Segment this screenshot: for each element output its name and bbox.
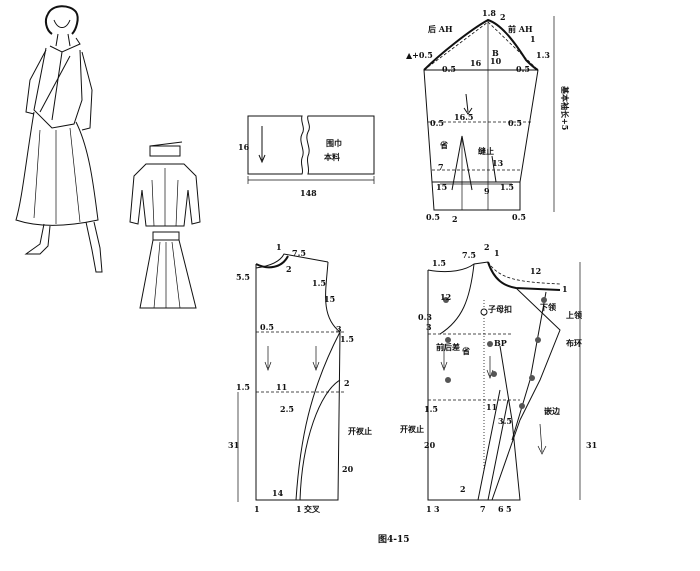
front-neck-75: 7.5	[462, 250, 476, 260]
sleeve-cap-2: 2	[500, 12, 506, 22]
sleeve-pattern: 1.8 后 AH 前 AH 2 1 ▲+0.5 0.5 1.3 0.5 16 B…	[406, 8, 570, 224]
front-facing: 布环	[565, 338, 582, 348]
front-hem-6: 6	[498, 504, 504, 514]
sleeve-right-05: 0.5	[516, 64, 530, 74]
back-chest-3: 3	[336, 324, 342, 334]
front-shoulder-1: 1	[562, 284, 568, 294]
back-neck-55: 5.5	[236, 272, 250, 282]
front-neck-1: 1	[494, 248, 500, 258]
front-back-diff: 前后差	[436, 342, 460, 352]
front-waist-11: 11	[486, 402, 497, 412]
back-slit-stop: 开衩止	[348, 426, 372, 436]
back-neck-2: 2	[286, 264, 292, 274]
sleeve-15a: 15	[436, 182, 447, 192]
back-shoulder-15: 1.5	[312, 278, 326, 288]
sleeve-bottom-left: 0.5	[426, 212, 440, 222]
sleeve-elbow-right: 0.5	[508, 118, 522, 128]
sleeve-bottom-right: 0.5	[512, 212, 526, 222]
back-view-flat-sketch	[129, 141, 201, 309]
figure-caption: 图4-15	[378, 534, 410, 545]
front-slit-stop: 开衩止	[400, 424, 424, 434]
front-val-03: 0.3	[418, 312, 432, 322]
sleeve-bottom-2: 2	[452, 214, 458, 224]
sleeve-back-ah: 后 AH	[428, 24, 453, 34]
scarf-width-label: 148	[300, 188, 317, 198]
front-snap-label: 子母扣	[488, 304, 512, 314]
front-collar-upper: 上领	[566, 310, 582, 320]
front-top-15: 1.5	[432, 258, 446, 268]
front-length-20: 20	[424, 440, 436, 450]
scarf-name-label: 围巾	[326, 138, 342, 148]
front-bottom-3: 3	[434, 504, 440, 514]
front-val-3: 3	[426, 322, 432, 332]
back-hem-1b: 1	[296, 504, 302, 514]
front-hem-5: 5	[506, 504, 512, 514]
back-waist-15: 1.5	[236, 382, 250, 392]
sleeve-left-extra: ▲+0.5	[406, 50, 433, 60]
back-waist-2: 2	[344, 378, 350, 388]
back-armhole-15: 15	[324, 294, 335, 304]
front-bodice-pattern: 7.5 2 1 1.5 12 1 12 子母扣 前后差 BP 省 3 0.3 1…	[400, 242, 597, 514]
front-val-12: 12	[530, 266, 541, 276]
sleeve-9: 9	[484, 186, 490, 196]
sleeve-side-label: 基本袖长+5	[560, 85, 570, 130]
front-hem-2: 2	[460, 484, 466, 494]
scarf-height-label: 16	[238, 142, 250, 152]
sleeve-mid-165: 16.5	[454, 112, 473, 122]
sleeve-15b: 1.5	[500, 182, 514, 192]
back-waist-11: 11	[276, 382, 287, 392]
sleeve-7: 7	[438, 162, 444, 172]
sleeve-left-05: 0.5	[442, 64, 456, 74]
front-val-35: 3.5	[498, 416, 512, 426]
sleeve-elbow-left: 0.5	[430, 118, 444, 128]
sleeve-frac-num: B	[492, 48, 499, 58]
sleeve-cap-1: 1	[530, 34, 536, 44]
scarf-pattern-piece: 148 16 围巾 本料	[238, 115, 375, 198]
back-chest-15: 1.5	[340, 334, 354, 344]
sleeve-cap-height: 16	[470, 58, 482, 68]
back-length-20: 20	[342, 464, 354, 474]
front-collar-lower: 下领	[540, 302, 556, 312]
scarf-material-label: 本料	[323, 152, 340, 162]
sleeve-cap-top: 1.8	[482, 8, 496, 18]
back-height-31: 31	[228, 440, 239, 450]
back-hip-25: 2.5	[280, 404, 294, 414]
sleeve-13: 13	[492, 158, 504, 168]
sleeve-right-13: 1.3	[536, 50, 550, 60]
front-dart-label: 省	[461, 346, 470, 356]
sleeve-slit-label: 缝止	[478, 146, 494, 156]
front-bp-label: BP	[494, 338, 507, 348]
front-bottom-1: 1	[426, 504, 432, 514]
sleeve-front-ah: 前 AH	[508, 24, 533, 34]
back-neck-75: 7.5	[292, 248, 306, 258]
back-hem-14: 14	[272, 488, 284, 498]
back-chest-05: 0.5	[260, 322, 274, 332]
front-waist-15: 1.5	[424, 404, 438, 414]
back-hem-1a: 1	[254, 504, 260, 514]
sleeve-frac-den: 10	[490, 56, 502, 66]
back-hem-cross: 交叉	[304, 504, 321, 514]
fashion-sketch-figure	[15, 5, 103, 273]
back-bodice-pattern: 1 7.5 2 5.5 1.5 15 0.5 3 1.5 1.5 11 2 2.…	[228, 242, 372, 514]
front-hem-7: 7	[480, 504, 486, 514]
front-neck-21: 2	[484, 242, 490, 252]
sleeve-dart-label: 省	[439, 140, 448, 150]
back-neck-1: 1	[276, 242, 282, 252]
front-val-12b: 12	[440, 292, 451, 302]
front-height-31: 31	[586, 440, 597, 450]
front-edge-label: 嵌边	[544, 406, 561, 416]
